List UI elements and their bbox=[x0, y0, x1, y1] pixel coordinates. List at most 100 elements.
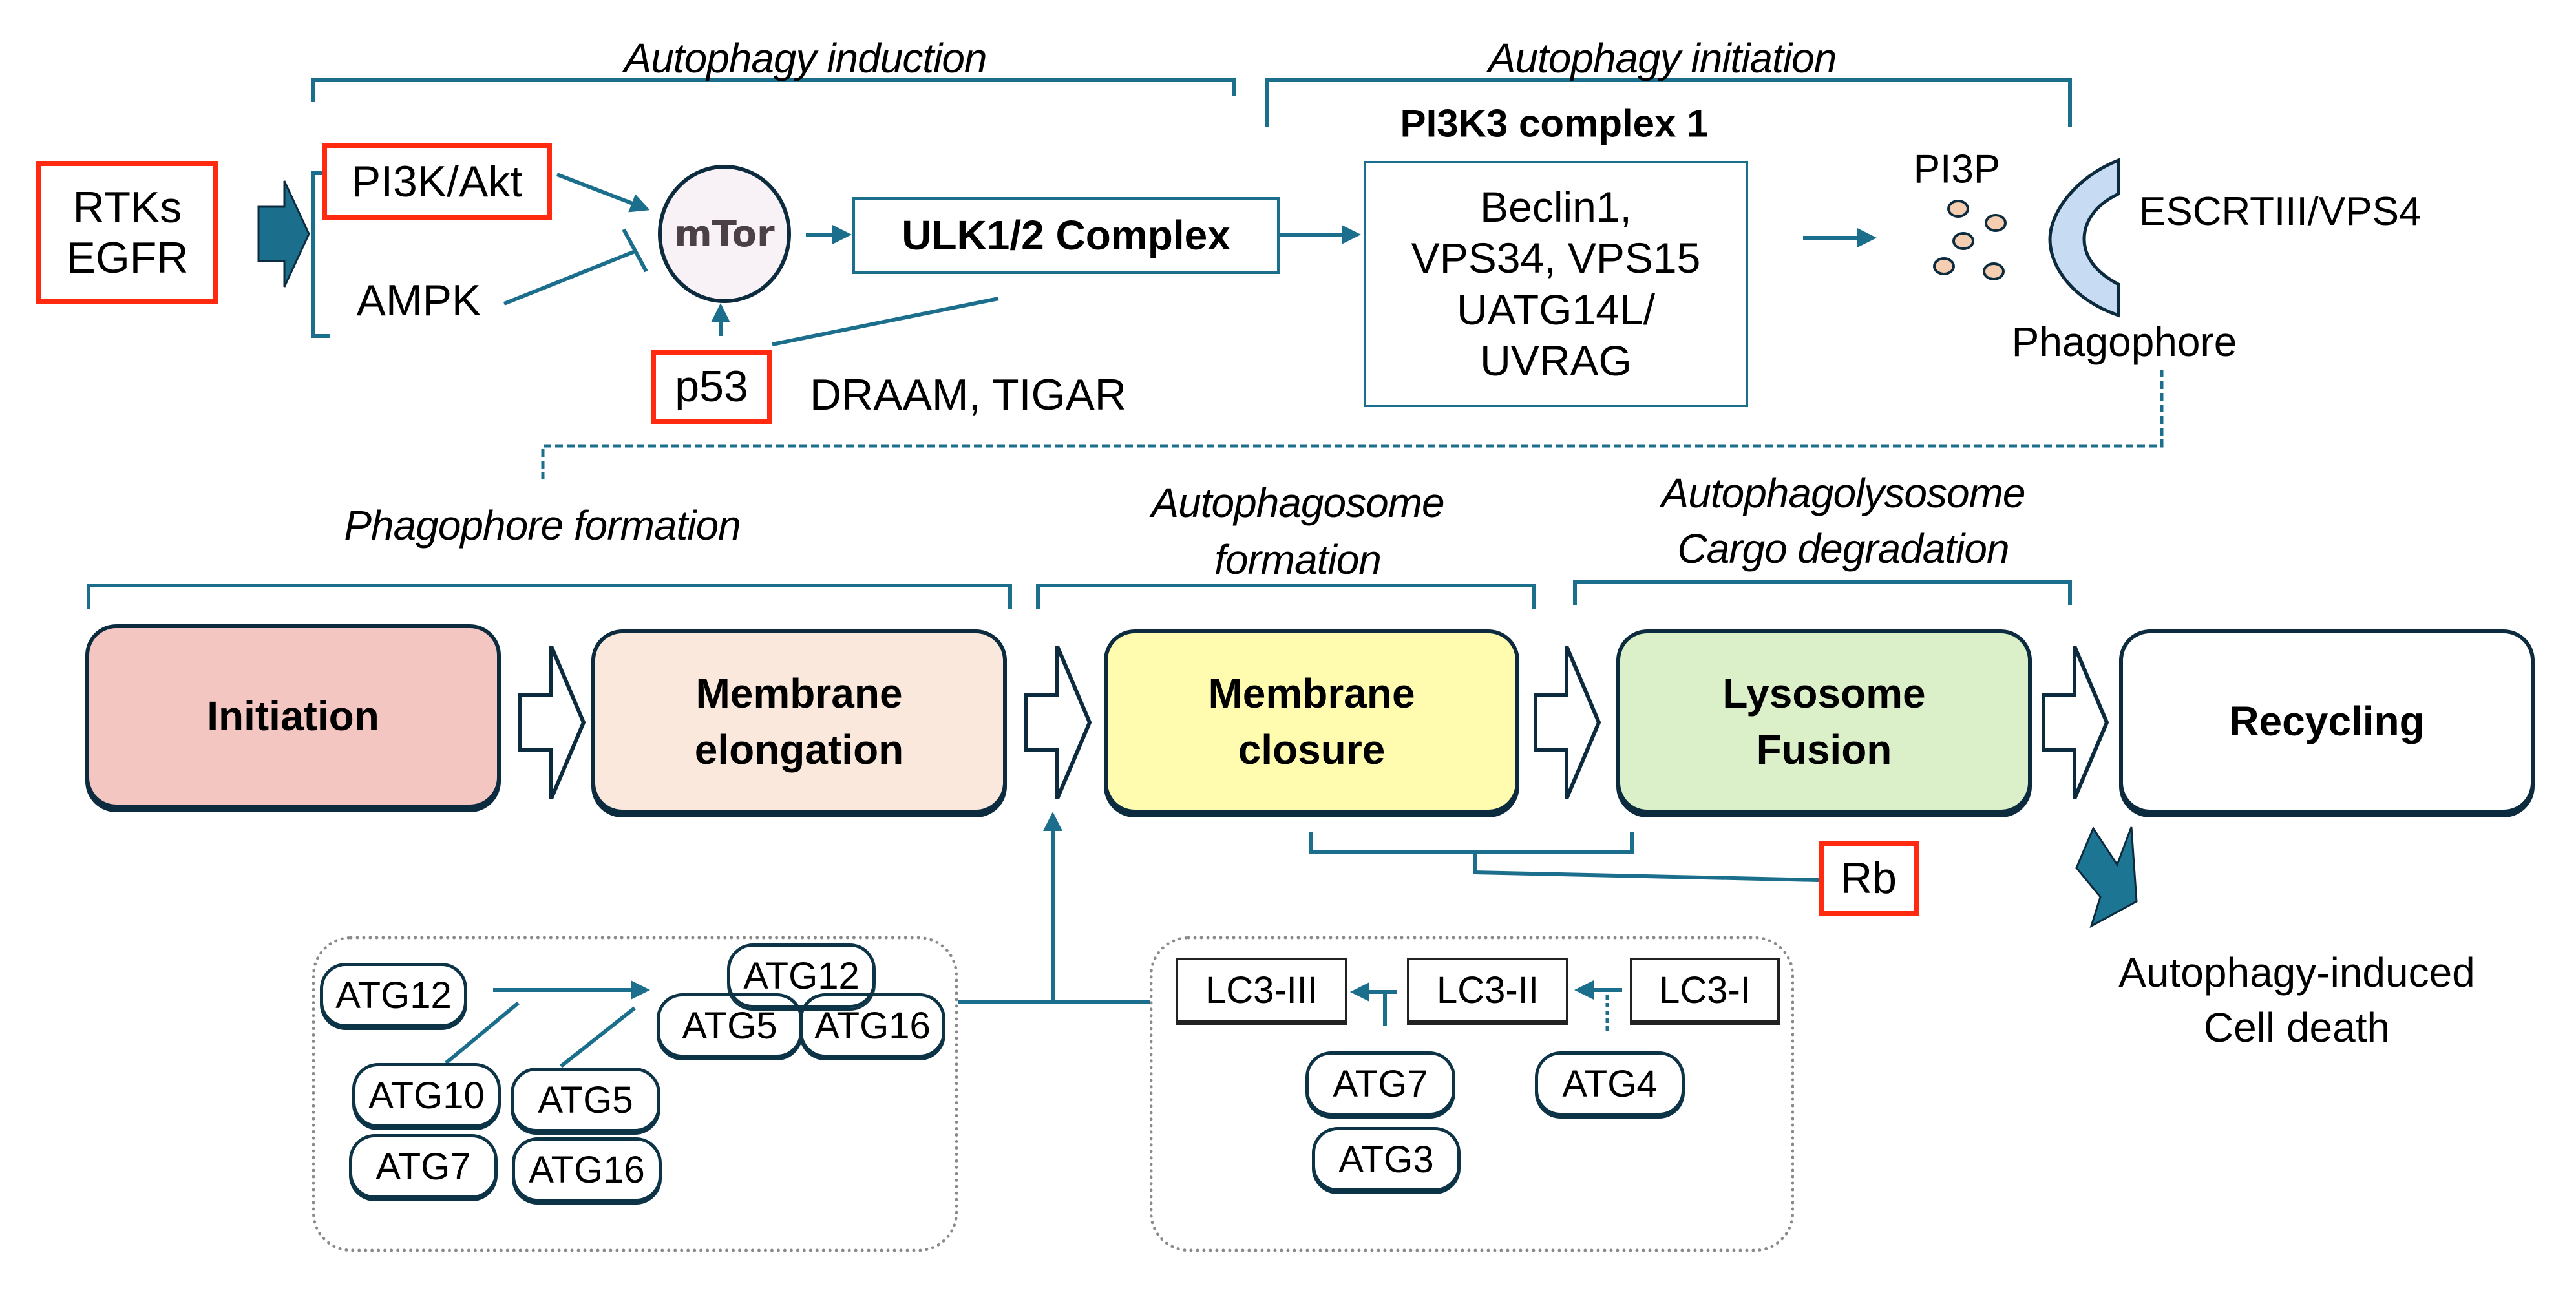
pi3k3-member-beclin1: Beclin1, bbox=[1480, 183, 1632, 231]
complex-atg5: ATG5 bbox=[657, 993, 803, 1058]
atg3: ATG3 bbox=[1312, 1127, 1461, 1192]
pi3k-to-mtor-arrow bbox=[556, 173, 650, 213]
phagophore-label: Phagophore bbox=[2011, 319, 2237, 365]
stage-lysosome-fusion: Lysosome Fusion bbox=[1616, 629, 2032, 814]
complex-atg12-label: ATG12 bbox=[743, 954, 860, 997]
autophagy-induction-label: Autophagy induction bbox=[624, 35, 987, 81]
pi3k-akt-box: PI3K/Akt bbox=[322, 143, 552, 220]
receptors-box: RTKs EGFR bbox=[36, 161, 218, 304]
outcome-label-line1: Autophagy-induced bbox=[2118, 949, 2475, 996]
lc3-ii-label: LC3-II bbox=[1437, 969, 1539, 1011]
rb-bracket bbox=[1309, 832, 1634, 854]
complex-atg16-label: ATG16 bbox=[814, 1004, 931, 1047]
pi3p-vesicles-icon bbox=[1933, 200, 2007, 280]
input-bracket bbox=[311, 171, 330, 338]
stage-recycling: Recycling bbox=[2119, 629, 2535, 814]
receptor-egfr: EGFR bbox=[66, 233, 189, 282]
atg12-free-label: ATG12 bbox=[335, 974, 452, 1016]
phagophore-formation-bracket bbox=[87, 584, 1012, 609]
atg7-left: ATG7 bbox=[349, 1134, 498, 1199]
stage-elongation-label-2: elongation bbox=[694, 726, 904, 773]
escrt-label: ESCRTIII/VPS4 bbox=[2139, 189, 2422, 234]
cell-death-arrow-icon bbox=[2075, 826, 2138, 929]
lc3-iii-box: LC3-III bbox=[1176, 958, 1347, 1022]
stage-closure-label-1: Membrane bbox=[1208, 670, 1415, 717]
stage-membrane-closure: Membrane closure bbox=[1104, 629, 1519, 814]
atg16-free: ATG16 bbox=[512, 1137, 662, 1202]
atg3-label: ATG3 bbox=[1338, 1138, 1434, 1181]
atg5-free-label: ATG5 bbox=[538, 1079, 633, 1121]
autophagosome-label-line1: Autophagosome bbox=[1151, 479, 1444, 526]
receptor-arrow-icon bbox=[257, 180, 310, 288]
ampk-label: AMPK bbox=[356, 276, 481, 325]
initiation-bracket bbox=[1265, 78, 2072, 127]
ampk-inhibits-mtor bbox=[503, 249, 638, 306]
ampk-inhibit-bar bbox=[622, 228, 648, 273]
atg10: ATG10 bbox=[352, 1063, 501, 1128]
autophagosome-formation-bracket bbox=[1036, 584, 1536, 609]
atg7-left-label: ATG7 bbox=[375, 1145, 471, 1188]
autophagolysosome-bracket bbox=[1573, 580, 2072, 605]
pi3k3-complex-box: Beclin1, VPS34, VPS15 UATG14L/ UVRAG bbox=[1364, 161, 1748, 407]
stage-membrane-elongation: Membrane elongation bbox=[591, 629, 1007, 814]
autophagosome-label-line2: formation bbox=[1214, 536, 1382, 583]
atg5-free: ATG5 bbox=[511, 1068, 660, 1132]
stage-recycling-label: Recycling bbox=[2229, 698, 2425, 745]
mtor-label: mTor bbox=[674, 213, 775, 255]
stage-arrow-2 bbox=[1024, 645, 1092, 800]
pi3k3-member-uvrag: UVRAG bbox=[1480, 336, 1632, 384]
stage-arrow-4 bbox=[2042, 645, 2109, 800]
phagophore-crescent-icon bbox=[2048, 158, 2120, 318]
atg4-label: ATG4 bbox=[1562, 1062, 1658, 1105]
lc3-iii-label: LC3-III bbox=[1205, 969, 1318, 1011]
stage-arrows bbox=[518, 645, 2109, 800]
p53-label: p53 bbox=[675, 362, 748, 412]
complex-atg12: ATG12 bbox=[727, 943, 876, 1008]
lc3-processing-panel bbox=[1150, 936, 1794, 1252]
atg7-right-label: ATG7 bbox=[1333, 1062, 1428, 1105]
stage-closure-label-2: closure bbox=[1238, 726, 1386, 773]
induction-bracket bbox=[311, 78, 1236, 102]
lc3-ii-box: LC3-II bbox=[1407, 958, 1568, 1022]
atg10-label: ATG10 bbox=[368, 1074, 485, 1117]
phagophore-formation-label: Phagophore formation bbox=[344, 502, 741, 549]
atg16-free-label: ATG16 bbox=[529, 1148, 645, 1191]
stage-initiation: Initiation bbox=[85, 624, 501, 808]
lc3-i-box: LC3-I bbox=[1630, 958, 1780, 1022]
rb-box: Rb bbox=[1819, 841, 1919, 916]
outcome-label-line2: Cell death bbox=[2203, 1004, 2391, 1051]
mtor-node: mTor bbox=[658, 165, 791, 303]
atg4: ATG4 bbox=[1535, 1051, 1685, 1116]
ulk-complex-box: ULK1/2 Complex bbox=[852, 197, 1280, 274]
atg5-link bbox=[560, 1006, 636, 1068]
autophagolysosome-label-line1: Autophagolysosome bbox=[1661, 470, 2026, 516]
pi3p-label: PI3P bbox=[1913, 147, 2001, 192]
autophagy-initiation-label: Autophagy initiation bbox=[1488, 35, 1837, 81]
atg10-link bbox=[445, 1001, 520, 1065]
p53-box: p53 bbox=[651, 350, 772, 424]
rb-link-line bbox=[1473, 852, 1819, 882]
stage-initiation-label: Initiation bbox=[207, 693, 379, 740]
atg7-right: ATG7 bbox=[1305, 1051, 1455, 1116]
draam-tigar-label: DRAAM, TIGAR bbox=[810, 370, 1126, 419]
stage-arrow-3 bbox=[1534, 645, 1601, 800]
atg12-free: ATG12 bbox=[320, 963, 467, 1027]
pi3k3-member-vps: VPS34, VPS15 bbox=[1411, 234, 1701, 282]
receptor-rtks: RTKs bbox=[72, 182, 182, 232]
p53-to-ulk-line bbox=[772, 297, 999, 346]
autophagolysosome-label-line2: Cargo degradation bbox=[1677, 525, 2009, 572]
ulk-complex-label: ULK1/2 Complex bbox=[902, 212, 1230, 259]
stage-arrow-1 bbox=[518, 645, 586, 800]
atg12-conjugation-panel bbox=[312, 936, 958, 1252]
rb-label: Rb bbox=[1841, 854, 1897, 903]
lc3-i-label: LC3-I bbox=[1659, 969, 1751, 1011]
pi3k-akt-label: PI3K/Akt bbox=[351, 156, 523, 206]
stage-elongation-label-1: Membrane bbox=[695, 670, 903, 717]
pi3k3-member-uatg14l: UATG14L/ bbox=[1457, 285, 1655, 333]
complex-atg5-label: ATG5 bbox=[682, 1004, 777, 1047]
stage-fusion-label-1: Lysosome bbox=[1722, 670, 1926, 717]
stage-fusion-label-2: Fusion bbox=[1756, 726, 1892, 773]
complex-atg16: ATG16 bbox=[799, 993, 945, 1058]
phagophore-link-dashed bbox=[541, 370, 2164, 479]
